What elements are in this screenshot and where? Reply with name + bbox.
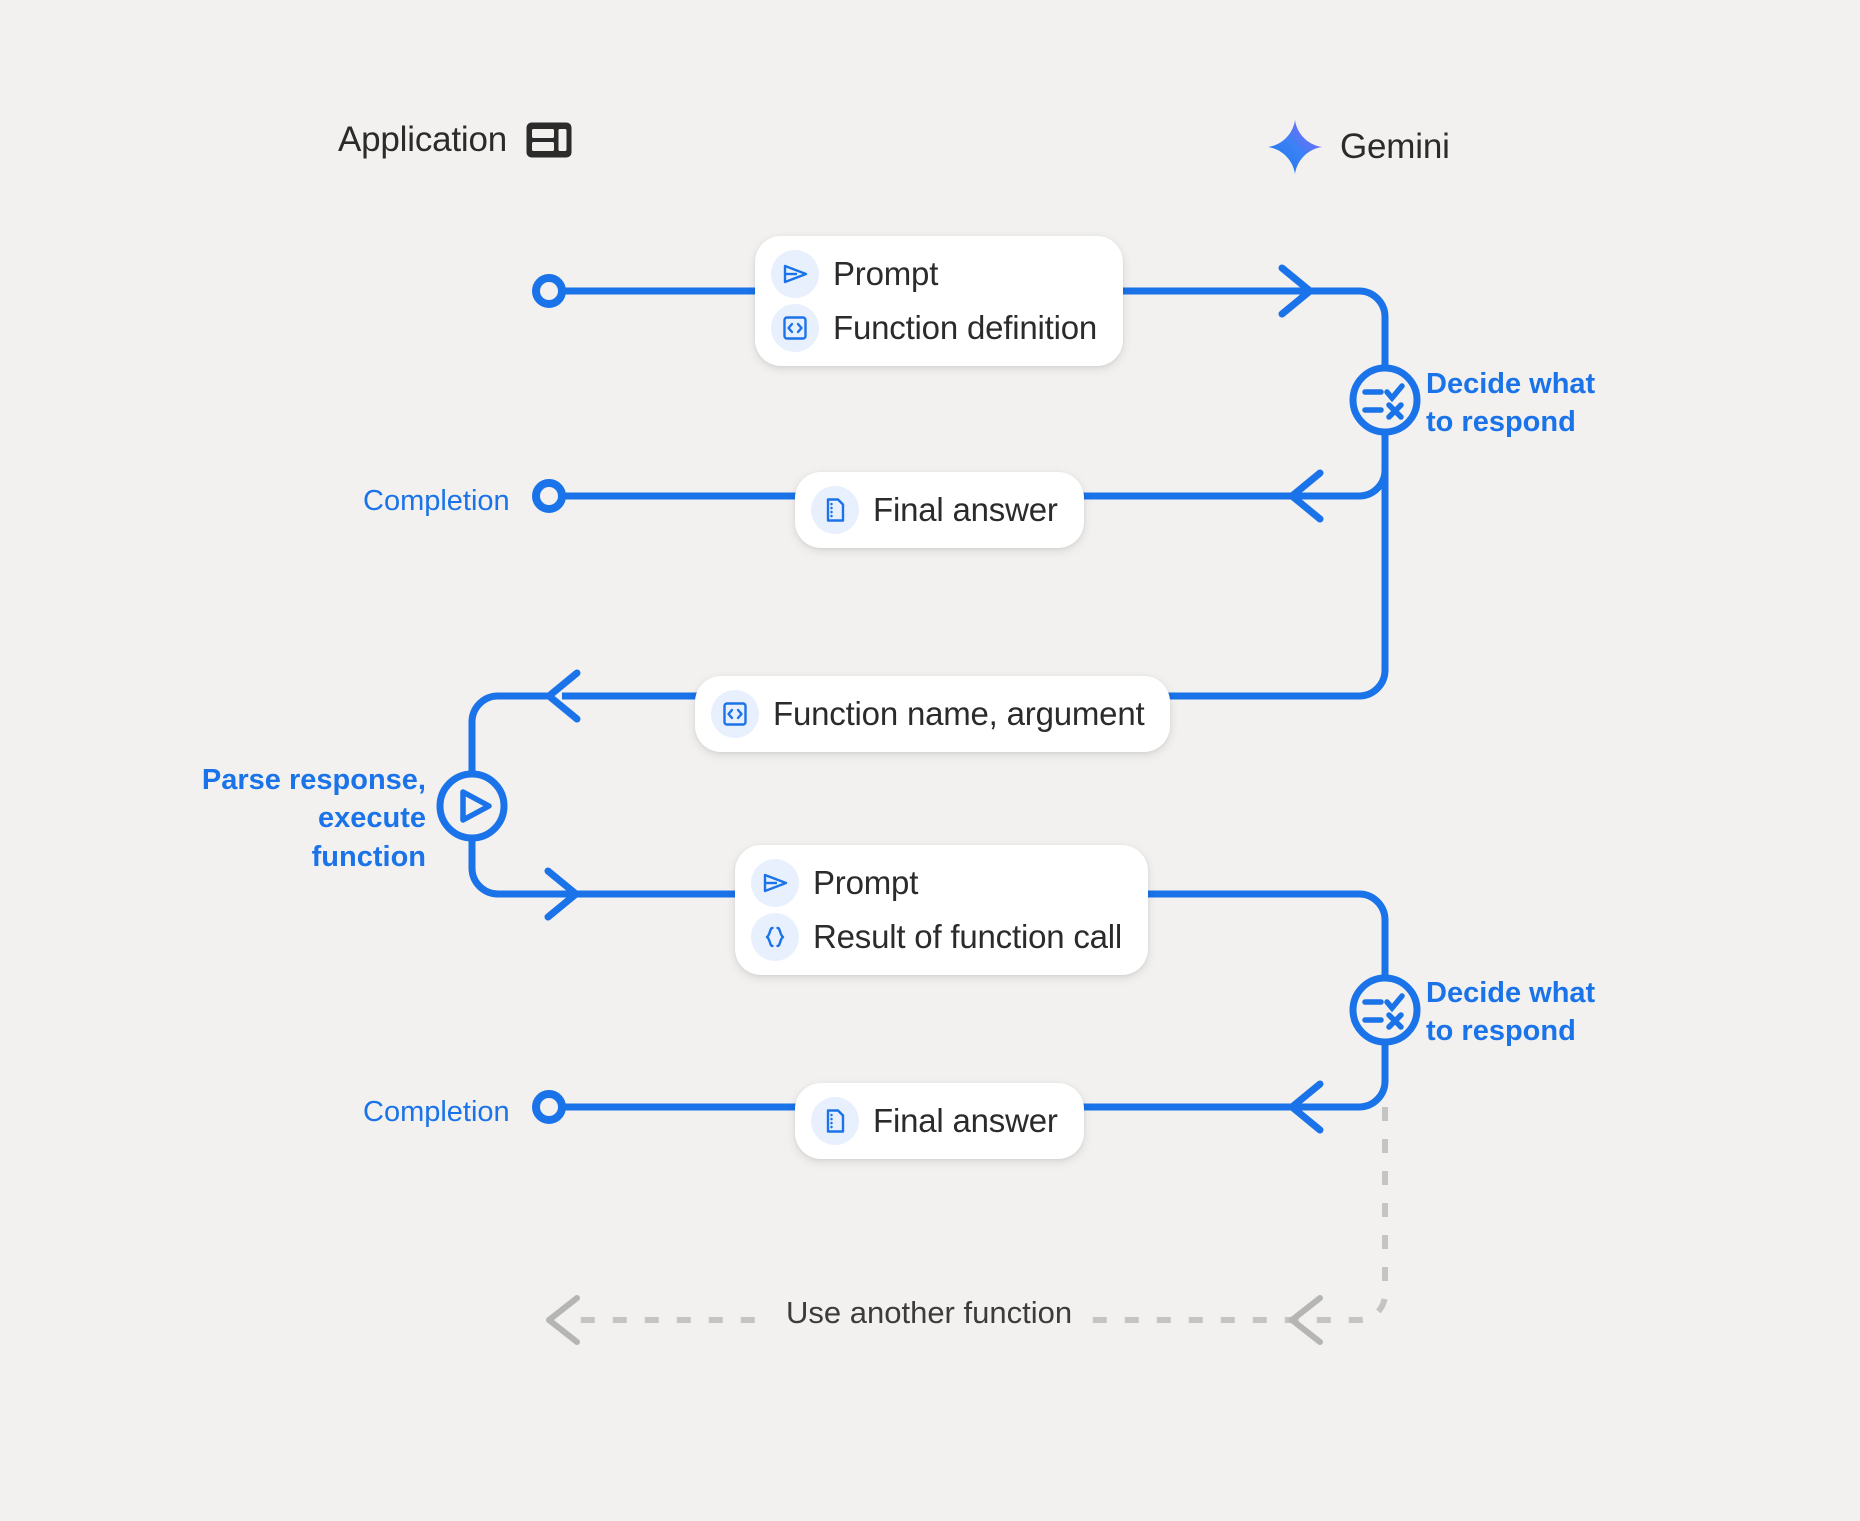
flow-parse-in — [468, 692, 549, 780]
loop-back-path — [566, 1107, 1388, 1323]
label-completion-2: Completion — [363, 1096, 510, 1128]
bubble-label-final-answer-1: Final answer — [873, 491, 1058, 528]
bubble-label-result-of-function-call: Result of function call — [813, 918, 1123, 955]
decide-node-2 — [1349, 974, 1421, 1046]
flow-final-1-corner — [1358, 469, 1389, 500]
bubble-label-prompt: Prompt — [833, 255, 939, 292]
lane-title-gemini: Gemini — [1340, 127, 1450, 166]
bubble-row-function-definition: Function definition — [771, 304, 1097, 352]
bubble-row-final-answer: Final answer — [811, 486, 1058, 534]
curly-braces-icon — [751, 913, 799, 961]
code-box-icon — [711, 690, 759, 738]
endpoint-nodes — [532, 274, 566, 1124]
lane-header-gemini: Gemini — [1268, 120, 1450, 174]
gemini-sparkle-icon — [1268, 120, 1322, 174]
bubble-row-function-name: Function name, argument — [711, 690, 1145, 738]
label-decide-2: Decide what to respond — [1426, 974, 1656, 1051]
app-window-icon — [525, 121, 573, 159]
bubble-row-prompt: Prompt — [771, 250, 1097, 298]
arrow-into-gemini-1 — [1278, 264, 1314, 318]
label-parse-line-2: execute function — [311, 802, 426, 873]
bubble-row-final-answer-2: Final answer — [811, 1097, 1058, 1145]
flow-gemini-down-1 — [1304, 287, 1389, 380]
message-bubble-function-name-argument[interactable]: Function name, argument — [695, 676, 1171, 752]
document-icon — [811, 486, 859, 534]
label-decide-1-line-2: to respond — [1426, 406, 1576, 439]
message-bubble-prompt-result[interactable]: Prompt Result of function call — [735, 845, 1149, 975]
label-decide-2-line-1: Decide what — [1426, 977, 1596, 1009]
arrow-into-app-funcname — [545, 669, 581, 723]
arrow-into-gemini-2 — [544, 867, 580, 921]
lane-header-application: Application — [338, 120, 573, 160]
label-decide-1: Decide what to respond — [1426, 365, 1656, 442]
flow-gemini-down-2 — [1304, 890, 1389, 990]
lane-title-application: Application — [338, 120, 508, 159]
bubble-label-function-definition: Function definition — [833, 309, 1098, 346]
label-parse-execute: Parse response, execute function — [196, 761, 426, 876]
endpoint-completion-2 — [532, 1090, 566, 1124]
flow-final-2-corner — [1358, 1080, 1389, 1111]
bubble-label-function-name-argument: Function name, argument — [773, 695, 1145, 732]
code-box-icon — [771, 304, 819, 352]
bubble-row-result-of-function-call: Result of function call — [751, 913, 1122, 961]
send-triangle-icon — [771, 250, 819, 298]
document-icon — [811, 1097, 859, 1145]
bubble-label-final-answer-2: Final answer — [873, 1102, 1058, 1139]
label-completion-1: Completion — [363, 485, 510, 517]
flow-parse-out — [468, 832, 540, 898]
message-bubble-final-answer-1[interactable]: Final answer — [795, 472, 1084, 548]
parse-execute-node — [436, 770, 508, 842]
endpoint-completion-1 — [532, 479, 566, 513]
bubble-label-prompt-2: Prompt — [813, 864, 919, 901]
label-decide-1-line-1: Decide what — [1426, 368, 1596, 400]
flow-funcname-corner — [1358, 669, 1389, 700]
loop-label-use-another-function: Use another function — [770, 1295, 1089, 1331]
label-parse-line-1: Parse response, — [201, 764, 426, 796]
arrow-into-app-final-1 — [1288, 469, 1324, 523]
send-triangle-icon — [751, 859, 799, 907]
endpoint-prompt-start — [532, 274, 566, 308]
arrow-into-app-final-2 — [1288, 1080, 1324, 1134]
label-decide-2-line-2: to respond — [1426, 1015, 1576, 1048]
bubble-row-prompt-2: Prompt — [751, 859, 1122, 907]
loop-back-arrows — [546, 1295, 1323, 1345]
decide-node-1 — [1349, 364, 1421, 436]
message-bubble-prompt-definition[interactable]: Prompt Function definition — [755, 236, 1124, 366]
message-bubble-final-answer-2[interactable]: Final answer — [795, 1083, 1084, 1159]
